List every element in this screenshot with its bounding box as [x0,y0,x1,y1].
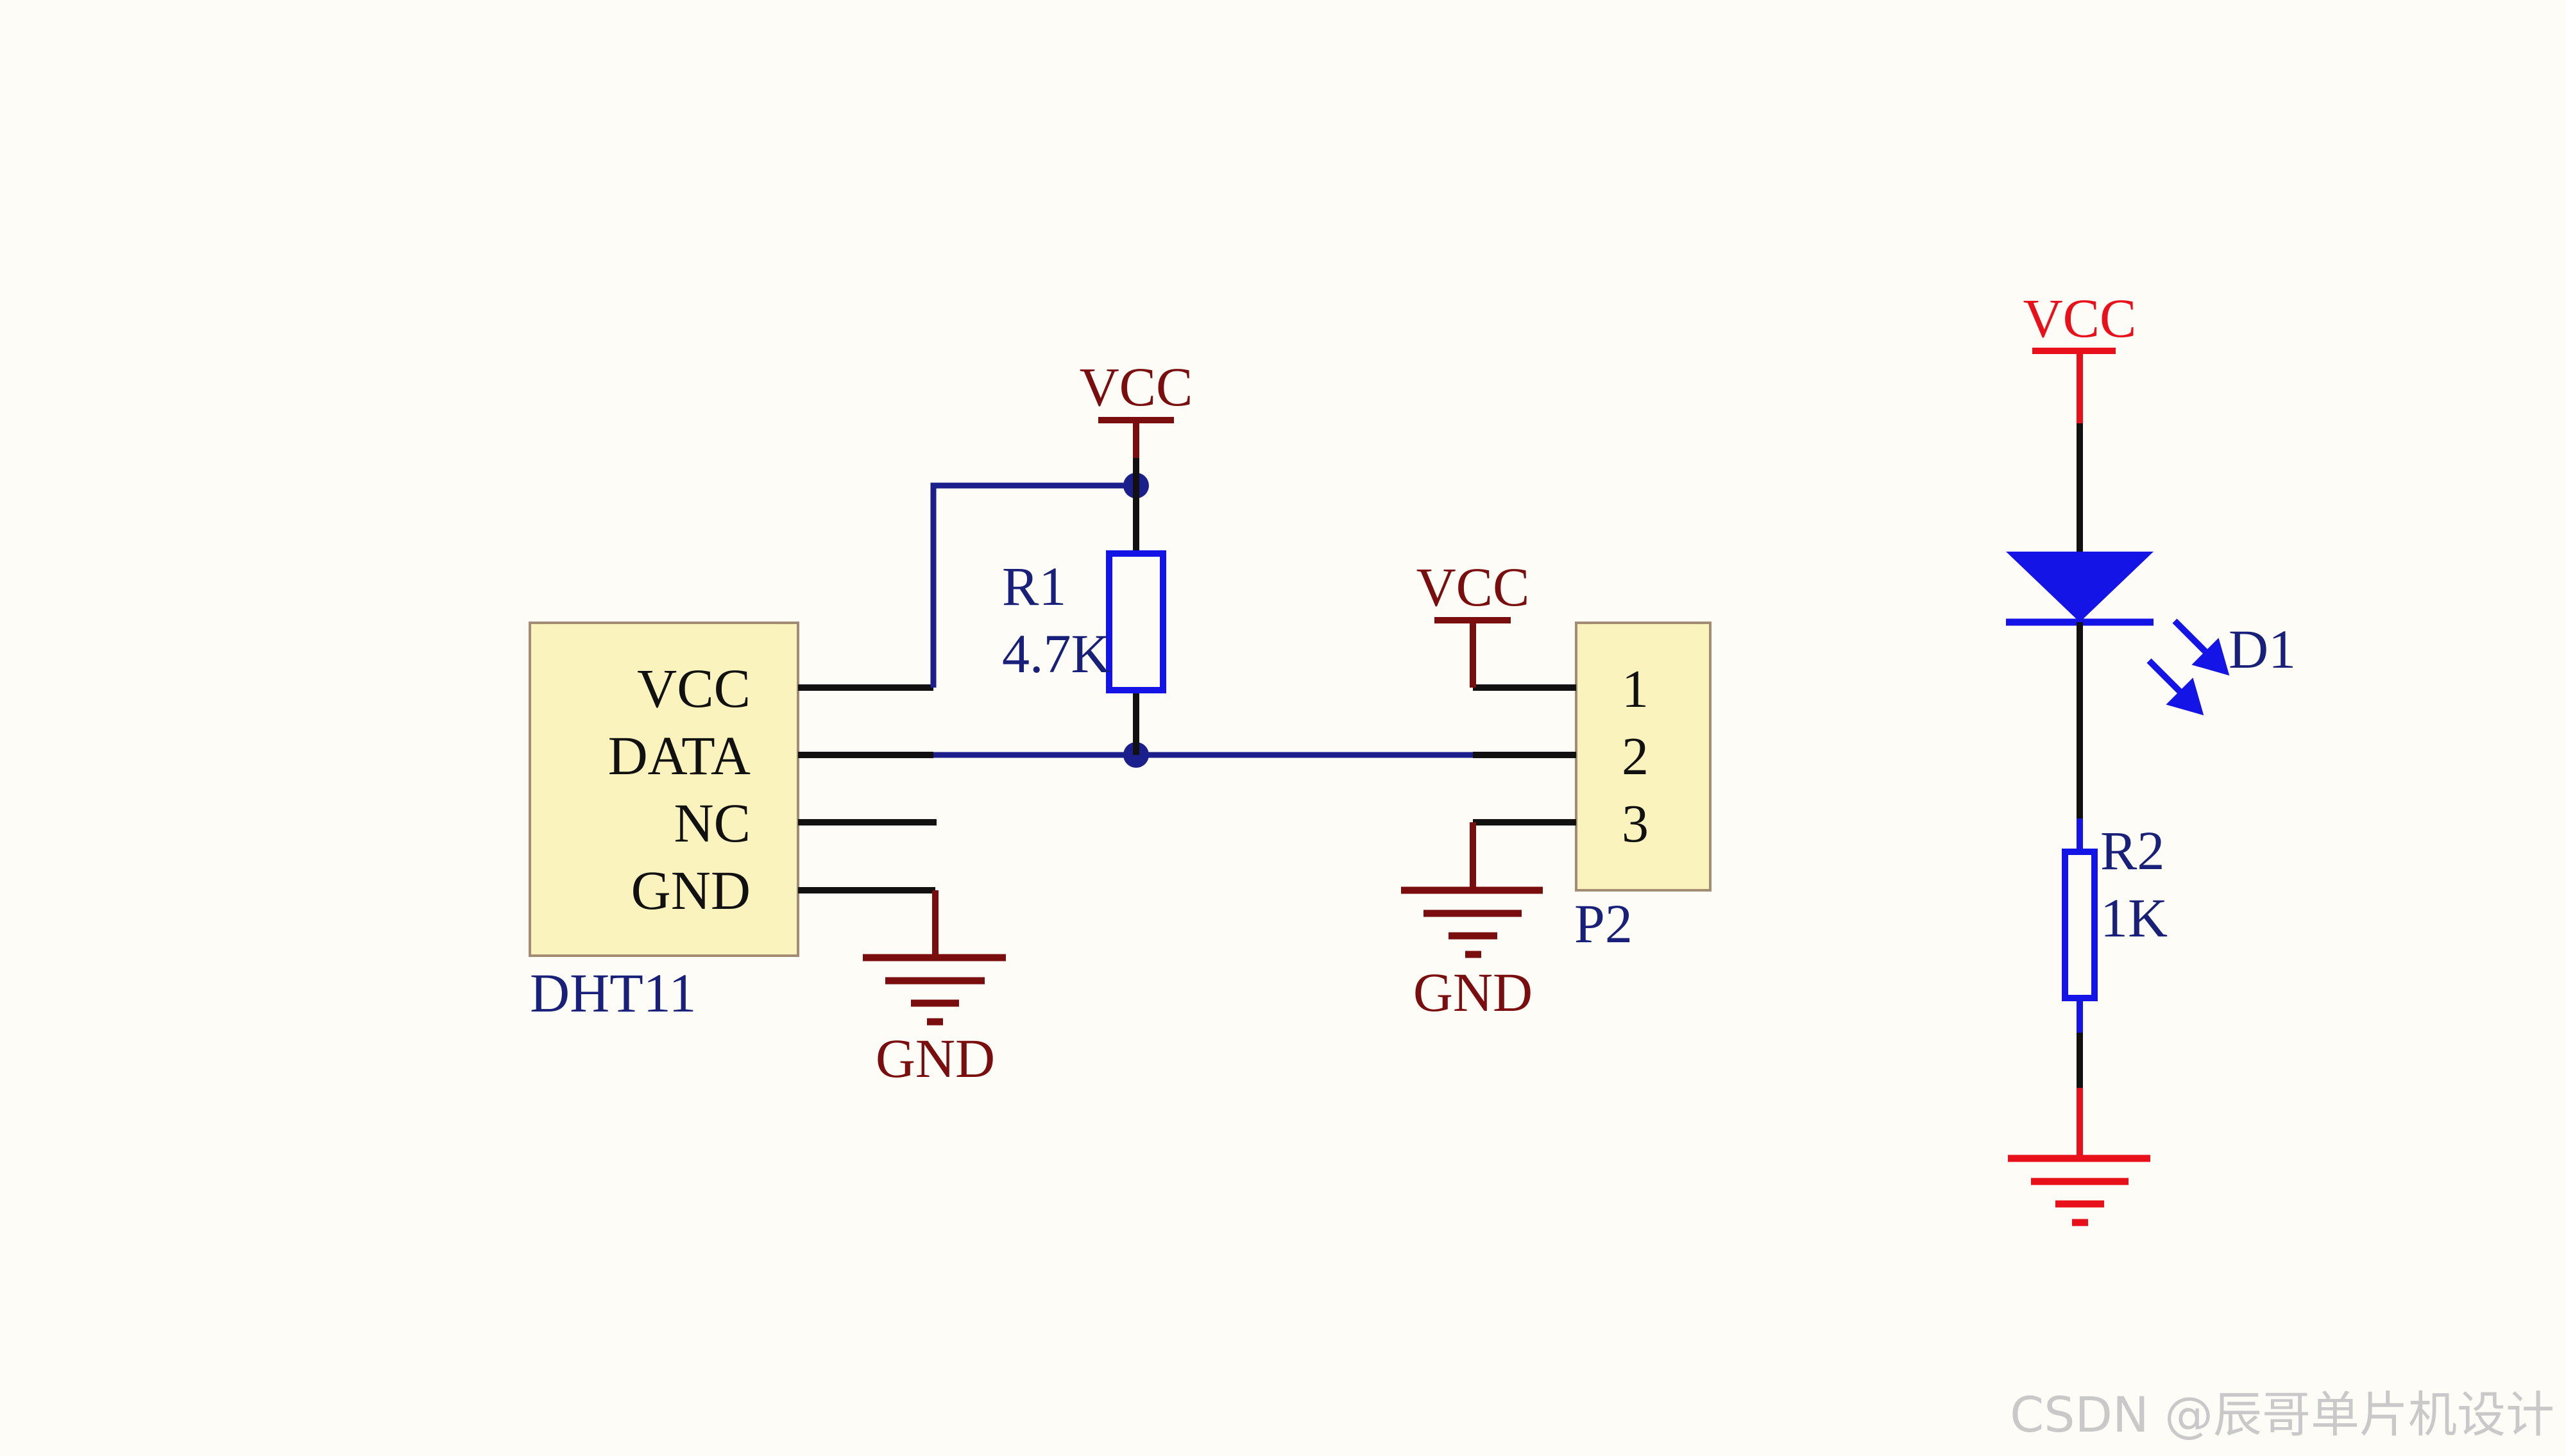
vcc-symbol-led: VCC [2023,287,2137,423]
watermark: CSDN @辰哥单片机设计 [2010,1386,2554,1443]
r1-component: R1 4.7K [1002,458,1166,755]
d1-designator: D1 [2229,618,2296,680]
vcc-symbol-r1: VCC [1080,356,1193,458]
vcc-label-p2: VCC [1416,556,1530,618]
p2-component: 1 2 3 P2 [1473,622,1712,954]
vcc-symbol-p2: VCC [1416,556,1530,688]
gnd-symbol-led [2008,1088,2150,1226]
r1-designator: R1 [1002,555,1066,617]
r1-value: 4.7K [1002,623,1111,684]
gnd-symbol-dht11: GND [863,890,1006,1089]
p2-pin-2-label: 2 [1622,727,1649,786]
p2-pin-1-label: 1 [1622,659,1649,719]
gnd-label-p2: GND [1413,961,1533,1023]
dht11-pin-nc-label: NC [674,792,751,854]
gnd-label-dht11: GND [876,1028,995,1089]
p2-body [1575,622,1712,892]
p2-pin-3-label: 3 [1622,794,1649,854]
r2-body [2062,849,2098,1001]
r1-body [1106,550,1166,693]
wire-net [930,482,1475,758]
dht11-component: VCC DATA NC GND DHT11 [529,622,937,1024]
vcc-label-led: VCC [2023,287,2137,349]
gnd-symbol-p2: GND [1401,822,1543,1023]
dht11-pin-data-label: DATA [608,725,751,786]
dht11-pin-gnd-label: GND [631,859,751,921]
r2-value: 1K [2100,887,2168,949]
dht11-body [529,622,799,957]
dht11-designator: DHT11 [530,962,697,1024]
wire-vcc-loop [930,482,1136,688]
r2-component: R2 1K [2062,818,2168,1033]
d1-led: D1 [2006,552,2296,716]
led-triangle [2006,552,2154,622]
p2-designator: P2 [1574,893,1633,954]
led-emission-arrows [2146,618,2230,716]
dht11-pin-vcc-label: VCC [637,657,751,719]
r2-designator: R2 [2100,820,2164,881]
vcc-label-r1: VCC [1080,356,1193,418]
